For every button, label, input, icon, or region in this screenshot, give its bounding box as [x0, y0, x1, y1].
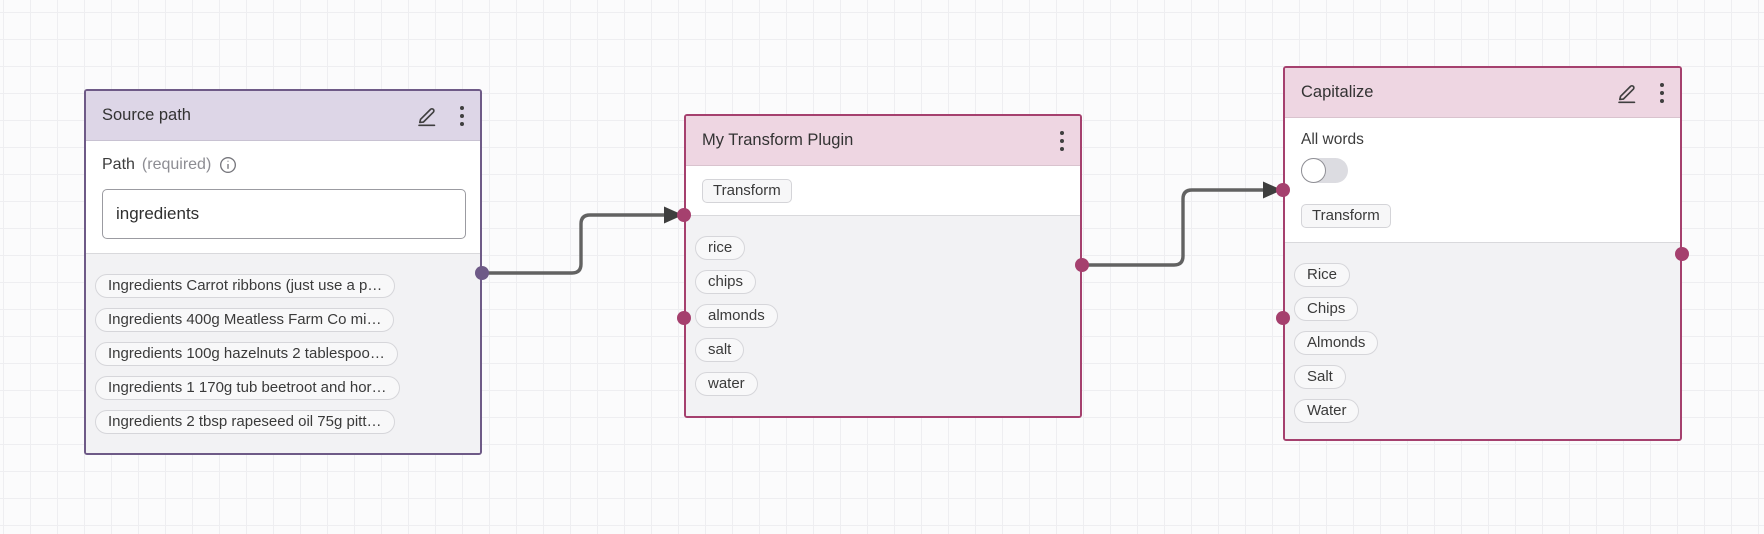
node-my-transform-plugin[interactable]: My Transform Plugin Transform rice chips a…: [684, 114, 1082, 418]
list-item: chips: [695, 270, 757, 294]
transform-tag: Transform: [1301, 204, 1391, 228]
wire-source-to-transform[interactable]: [482, 206, 683, 275]
list-item: Ingredients 2 tbsp rapeseed oil 75g pitt…: [95, 410, 395, 434]
port-source-output[interactable]: [475, 266, 489, 280]
source-preview-list: Ingredients Carrot ribbons (just use a p…: [86, 253, 480, 453]
edit-icon[interactable]: [1615, 81, 1638, 104]
list-item: almonds: [695, 304, 778, 328]
list-item: rice: [695, 236, 746, 260]
transform-output-list: rice chips almonds salt water: [686, 215, 1080, 416]
required-hint: (required): [141, 156, 212, 173]
node-title: My Transform Plugin: [702, 131, 854, 149]
node-header[interactable]: Capitalize: [1285, 68, 1680, 118]
path-field-label: Path: [102, 156, 135, 173]
list-item: Rice: [1294, 263, 1351, 287]
list-item: water: [695, 372, 758, 396]
list-item: Ingredients 400g Meatless Farm Co mi…: [95, 308, 395, 332]
wire-transform-to-capitalize[interactable]: [1082, 181, 1282, 267]
all-words-label: All words: [1301, 131, 1364, 148]
transform-tag: Transform: [702, 179, 792, 203]
list-item: Ingredients Carrot ribbons (just use a p…: [95, 274, 396, 298]
list-item: Almonds: [1294, 331, 1379, 355]
list-item: Ingredients 1 170g tub beetroot and hor…: [95, 376, 400, 400]
port-transform-input-2[interactable]: [677, 311, 691, 325]
node-header[interactable]: My Transform Plugin: [686, 116, 1080, 166]
list-item: Salt: [1294, 365, 1346, 389]
toggle-knob: [1301, 158, 1326, 183]
port-transform-input[interactable]: [677, 208, 691, 222]
node-header[interactable]: Source path: [86, 91, 480, 141]
all-words-toggle[interactable]: [1301, 158, 1348, 183]
node-source-path[interactable]: Source path Path (required): [84, 89, 482, 455]
path-input[interactable]: [102, 189, 466, 239]
kebab-menu-icon[interactable]: [460, 105, 464, 126]
port-transform-output[interactable]: [1075, 258, 1089, 272]
list-item: Chips: [1294, 297, 1359, 321]
kebab-menu-icon[interactable]: [1060, 130, 1064, 151]
port-capitalize-input[interactable]: [1276, 183, 1290, 197]
kebab-menu-icon[interactable]: [1660, 82, 1664, 103]
port-capitalize-output[interactable]: [1675, 247, 1689, 261]
node-title: Capitalize: [1301, 83, 1374, 101]
list-item: salt: [695, 338, 745, 362]
list-item: Ingredients 100g hazelnuts 2 tablespoo…: [95, 342, 398, 366]
list-item: Water: [1294, 399, 1360, 423]
edit-icon[interactable]: [415, 104, 438, 127]
node-title: Source path: [102, 106, 191, 124]
port-capitalize-input-2[interactable]: [1276, 311, 1290, 325]
info-icon[interactable]: [218, 155, 238, 175]
